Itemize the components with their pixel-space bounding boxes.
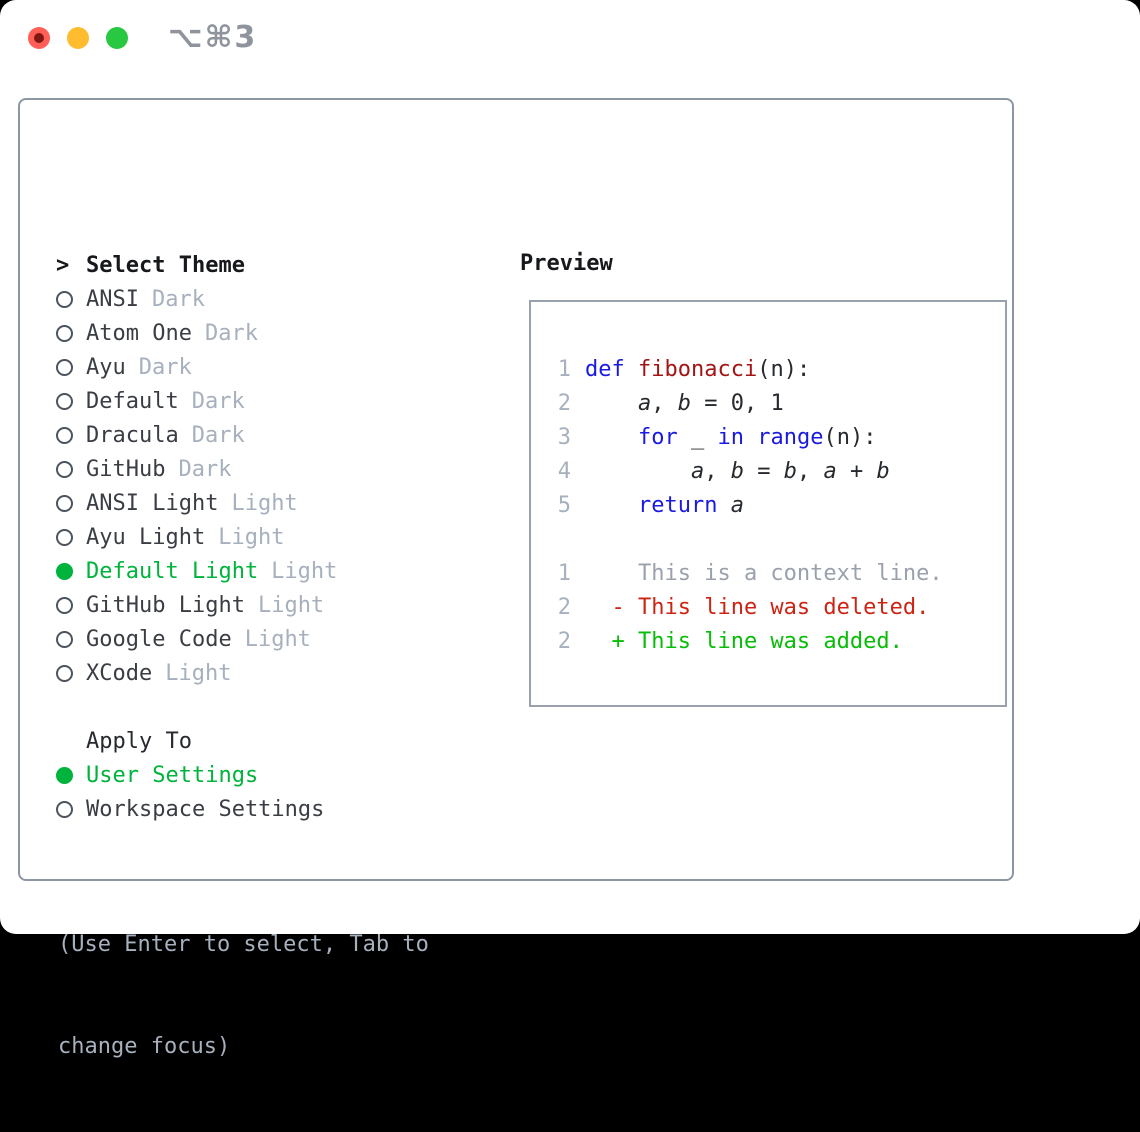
code-text: This is a context line. (585, 561, 943, 586)
focus-prompt-icon: > (56, 253, 69, 278)
option-label: Ayu (86, 355, 126, 380)
theme-option-xcode[interactable]: XCode Light (56, 656, 337, 690)
preview-code-line: 2 + This line was added. (531, 624, 1005, 658)
radio-icon (56, 529, 73, 546)
keyboard-hint-line2: change focus) (58, 1030, 429, 1064)
option-label: Atom One (86, 321, 192, 346)
option-label: GitHub Light (86, 593, 245, 618)
theme-option-ayu-light[interactable]: Ayu Light Light (56, 520, 337, 554)
radio-selected-icon (56, 767, 73, 784)
traffic-lights (28, 27, 128, 49)
radio-icon (56, 291, 73, 308)
option-variant: Dark (178, 457, 231, 482)
preview-title: Preview (520, 251, 613, 276)
code-text: + This line was added. (585, 629, 903, 654)
option-label: ANSI (86, 287, 139, 312)
keyboard-hint-line1: (Use Enter to select, Tab to (58, 928, 429, 962)
zoom-button[interactable] (106, 27, 128, 49)
preview-code-line: 4 a, b = b, a + b (531, 454, 1005, 488)
preview-code-line: 3 for _ in range(n): (531, 420, 1005, 454)
radio-icon (56, 631, 73, 648)
code-text: a, b = b, a + b (585, 459, 890, 484)
line-number: 2 (531, 629, 571, 654)
option-label: Ayu Light (86, 525, 205, 550)
option-variant: Light (165, 661, 231, 686)
option-variant: Dark (192, 423, 245, 448)
theme-option-atom-one[interactable]: Atom One Dark (56, 316, 337, 350)
radio-icon (56, 597, 73, 614)
radio-icon (56, 359, 73, 376)
keyboard-hint: (Use Enter to select, Tab to change focu… (58, 860, 429, 1132)
preview-code-line: 1 This is a context line. (531, 556, 1005, 590)
option-label: User Settings (86, 763, 258, 788)
option-label: Google Code (86, 627, 232, 652)
theme-option-ayu[interactable]: Ayu Dark (56, 350, 337, 384)
option-label: XCode (86, 661, 152, 686)
option-label: ANSI Light (86, 491, 218, 516)
option-variant: Light (231, 491, 297, 516)
option-variant: Light (218, 525, 284, 550)
option-variant: Light (271, 559, 337, 584)
theme-option-github[interactable]: GitHub Dark (56, 452, 337, 486)
code-text: a, b = 0, 1 (585, 391, 784, 416)
preview-code-line: 2 - This line was deleted. (531, 590, 1005, 624)
theme-option-ansi[interactable]: ANSI Dark (56, 282, 337, 316)
line-number: 1 (531, 561, 571, 586)
radio-selected-icon (56, 563, 73, 580)
preview-code-line: 5 return a (531, 488, 1005, 522)
option-label: Default (86, 389, 179, 414)
code-text: return a (585, 493, 744, 518)
line-number: 4 (531, 459, 571, 484)
window-shortcut-label: ⌥⌘3 (168, 20, 257, 55)
preview-code-line (531, 522, 1005, 556)
line-number: 5 (531, 493, 571, 518)
line-number: 2 (531, 391, 571, 416)
option-variant: Dark (205, 321, 258, 346)
radio-icon (56, 801, 73, 818)
option-label: Default Light (86, 559, 258, 584)
radio-icon (56, 461, 73, 478)
theme-option-default-light[interactable]: Default Light Light (56, 554, 337, 588)
radio-icon (56, 325, 73, 342)
radio-icon (56, 665, 73, 682)
option-label: GitHub (86, 457, 165, 482)
code-text: for _ in range(n): (585, 425, 876, 450)
theme-option-github-light[interactable]: GitHub Light Light (56, 588, 337, 622)
option-label: Dracula (86, 423, 179, 448)
radio-icon (56, 495, 73, 512)
theme-list-title: Select Theme (86, 253, 245, 278)
option-variant: Dark (139, 355, 192, 380)
apply-to-header: Apply To (56, 724, 324, 758)
preview-code-line: 1 def fibonacci(n): (531, 352, 1005, 386)
theme-option-default[interactable]: Default Dark (56, 384, 337, 418)
line-number: 2 (531, 595, 571, 620)
option-variant: Light (258, 593, 324, 618)
line-number: 3 (531, 425, 571, 450)
minimize-button[interactable] (67, 27, 89, 49)
line-number: 1 (531, 357, 571, 382)
code-text: def fibonacci(n): (585, 357, 810, 382)
code-text: - This line was deleted. (585, 595, 929, 620)
option-variant: Dark (192, 389, 245, 414)
theme-option-google-code[interactable]: Google Code Light (56, 622, 337, 656)
radio-icon (56, 427, 73, 444)
apply-option-user-settings[interactable]: User Settings (56, 758, 324, 792)
close-button[interactable] (28, 27, 50, 49)
preview-code-line: 2 a, b = 0, 1 (531, 386, 1005, 420)
apply-option-workspace-settings[interactable]: Workspace Settings (56, 792, 324, 826)
radio-icon (56, 393, 73, 410)
apply-to-title: Apply To (86, 729, 192, 754)
option-label: Workspace Settings (86, 797, 324, 822)
theme-option-dracula[interactable]: Dracula Dark (56, 418, 337, 452)
theme-list-header: > Select Theme (56, 248, 337, 282)
option-variant: Light (245, 627, 311, 652)
option-variant: Dark (152, 287, 205, 312)
theme-option-ansi-light[interactable]: ANSI Light Light (56, 486, 337, 520)
